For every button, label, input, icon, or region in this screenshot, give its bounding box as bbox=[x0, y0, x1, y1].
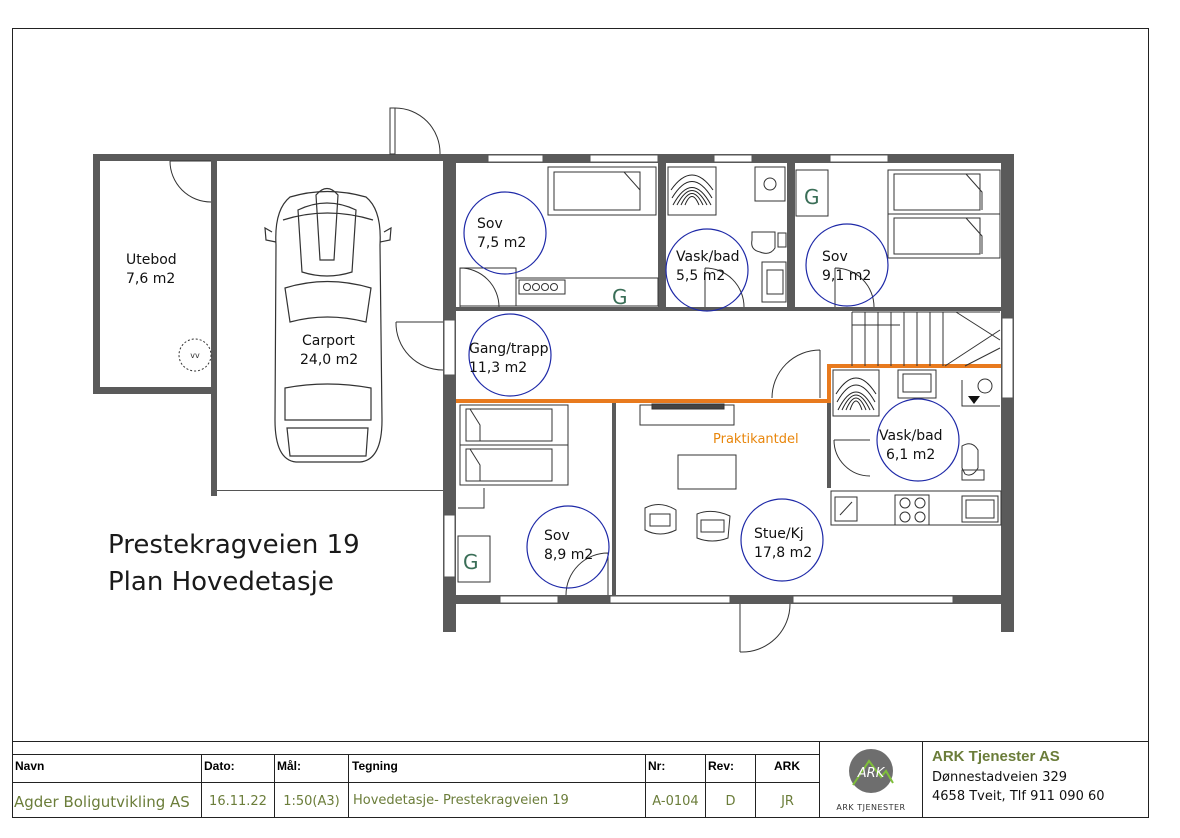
room-labels: Utebod 7,6 m2 Carport 24,0 m2 Sov 7,5 m2… bbox=[126, 216, 943, 563]
room-area-vask-bad-e: 6,1 m2 bbox=[886, 447, 935, 463]
sheet-border bbox=[12, 28, 1149, 818]
room-name-carport: Carport bbox=[302, 333, 355, 349]
room-area-sov-ne: 9,1 m2 bbox=[822, 268, 871, 284]
room-area-carport: 24,0 m2 bbox=[300, 352, 358, 368]
g-label-nw: G bbox=[612, 285, 628, 309]
header-tegning: Tegning bbox=[352, 759, 398, 773]
value-rev: D bbox=[725, 794, 736, 809]
room-name-utebod: Utebod bbox=[126, 252, 177, 268]
utebod-door bbox=[169, 160, 212, 203]
logo-text: ARK TJENESTER bbox=[836, 803, 905, 812]
drawing-title-line2: Plan Hovedetasje bbox=[108, 567, 334, 597]
header-rev: Rev: bbox=[708, 759, 735, 773]
fixtures bbox=[457, 166, 1002, 583]
room-circles bbox=[463, 191, 960, 589]
room-name-stue-kj: Stue/Kj bbox=[754, 526, 804, 542]
value-tegning: Hovedetasje- Prestekragveien 19 bbox=[353, 793, 569, 808]
header-maal: Mål: bbox=[277, 759, 301, 773]
praktikantdel-label: Praktikantdel bbox=[713, 432, 799, 447]
room-name-vask-bad-e: Vask/bad bbox=[879, 428, 943, 444]
logo-circle bbox=[849, 749, 893, 793]
header-dato: Dato: bbox=[204, 759, 235, 773]
header-navn: Navn bbox=[15, 759, 45, 773]
entrance-door-top bbox=[389, 107, 441, 155]
room-name-sov-ne: Sov bbox=[822, 249, 848, 265]
value-nr: A-0104 bbox=[652, 794, 699, 809]
drawing-title-line1: Prestekragveien 19 bbox=[108, 530, 360, 560]
value-maal: 1:50(A3) bbox=[283, 794, 340, 809]
shower-hatch bbox=[670, 174, 877, 411]
praktikantdel-boundary bbox=[456, 364, 1001, 403]
g-label-sw: G bbox=[463, 550, 479, 574]
room-name-sov-sw: Sov bbox=[544, 528, 570, 544]
vv-label: vv bbox=[190, 351, 200, 360]
header-ark: ARK bbox=[774, 759, 800, 773]
logo-mountain-icon bbox=[852, 759, 894, 786]
title-block-grid bbox=[12, 741, 1149, 817]
water-heater-symbol bbox=[178, 338, 212, 372]
firm-city-phone: 4658 Tveit, Tlf 911 090 60 bbox=[932, 789, 1105, 804]
room-area-utebod: 7,6 m2 bbox=[126, 271, 175, 287]
value-dato: 16.11.22 bbox=[209, 794, 267, 809]
carport-edge bbox=[217, 490, 445, 491]
room-area-vask-bad-n: 5,5 m2 bbox=[676, 268, 725, 284]
stair-arrow bbox=[968, 396, 980, 404]
value-navn: Agder Boligutvikling AS bbox=[14, 793, 190, 811]
title-block: Navn Dato: Mål: Tegning Nr: Rev: ARK Agd… bbox=[12, 741, 1149, 817]
room-area-gang-trapp: 11,3 m2 bbox=[469, 360, 527, 376]
room-name-sov-nw: Sov bbox=[477, 216, 503, 232]
room-area-stue-kj: 17,8 m2 bbox=[754, 545, 812, 561]
room-name-vask-bad-n: Vask/bad bbox=[676, 249, 740, 265]
firm-name: ARK Tjenester AS bbox=[932, 748, 1060, 765]
ark-logo: ARK ARK TJENESTER bbox=[836, 749, 905, 812]
value-ark: JR bbox=[781, 794, 794, 809]
doors bbox=[395, 267, 875, 653]
room-area-sov-sw: 8,9 m2 bbox=[544, 547, 593, 563]
outbuilding-walls bbox=[93, 154, 445, 496]
car-symbol bbox=[264, 187, 392, 463]
header-nr: Nr: bbox=[648, 759, 666, 773]
room-area-sov-nw: 7,5 m2 bbox=[477, 235, 526, 251]
g-label-ne: G bbox=[804, 185, 820, 209]
windows bbox=[443, 154, 1014, 604]
firm-address: Dønnestadveien 329 bbox=[932, 770, 1068, 785]
room-name-gang-trapp: Gang/trapp bbox=[469, 341, 549, 357]
logo-monogram: ARK bbox=[857, 766, 886, 781]
